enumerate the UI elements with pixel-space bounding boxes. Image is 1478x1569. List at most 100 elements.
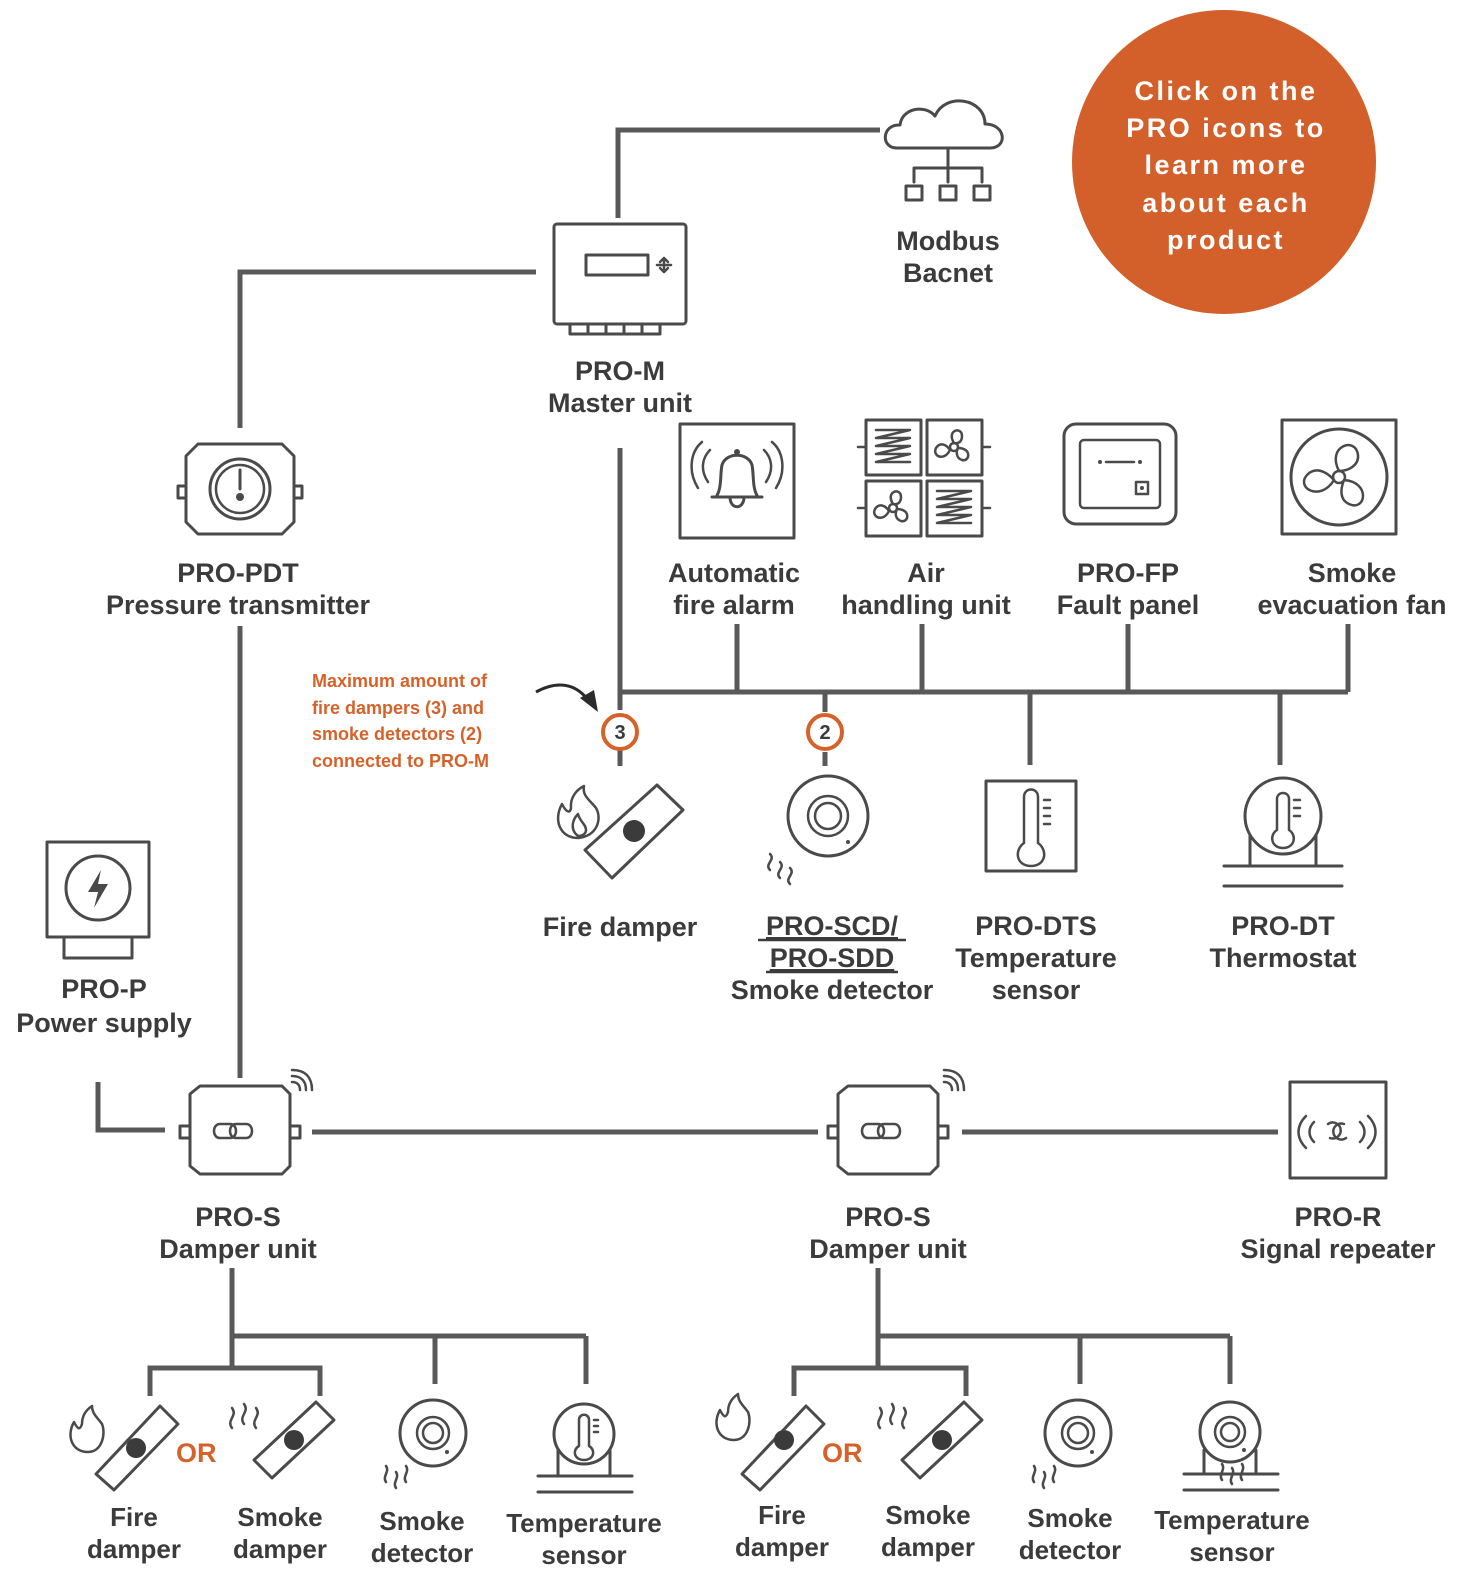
flame-icon [556,784,600,840]
pressure-gauge-icon [176,442,304,536]
callout-line: learn more [1144,150,1307,180]
dts-label: Temperature [955,943,1117,973]
bottom-temp-label: Temperature [506,1508,662,1538]
badge-value: 3 [614,722,625,744]
bottom-fire-label: damper [87,1534,181,1564]
fire-damper-count-badge: 3 [601,713,639,751]
alarm-label: Automatic [668,558,800,588]
fp-label: Fault panel [1057,590,1200,620]
bottom-detector-label: detector [371,1538,474,1568]
fire-damper-icon [69,1404,180,1492]
alarm-bell-icon [678,422,796,540]
bottom-smoke-label: Smoke [237,1502,322,1532]
firedamper-label: Fire damper [543,912,698,942]
pro-dt-thermostat[interactable]: PRO-DT Thermostat [1209,776,1357,973]
fire-damper-icon [715,1392,826,1492]
damper-unit-icon [178,1068,314,1176]
ahu-label: handling unit [841,590,1010,620]
pdt-label: PRO-PDT [177,558,299,588]
bottom-smoke-label: Smoke [885,1500,970,1530]
callout-line: PRO icons to [1126,113,1326,143]
master-label: PRO-M [575,356,665,386]
dt-label: Thermostat [1209,943,1356,973]
bottom-temp-label: sensor [1189,1537,1274,1567]
or-label: OR [822,1438,863,1468]
annotation-line: Maximum amount of [312,671,488,691]
smoke-detector-icon [383,1398,468,1490]
callout-line: product [1167,225,1285,255]
smoke-damper-icon [229,1400,336,1480]
capacity-annotation: Maximum amount of fire dampers (3) and s… [312,671,598,771]
scd-label-link[interactable]: PRO-SCD/ [766,911,899,941]
pro-p-power-supply[interactable]: PRO-P Power supply [16,840,192,1038]
annotation-arrow [535,683,590,701]
pro-scd-smoke-detector[interactable]: PRO-SCD/ PRO-SDD Smoke detector [731,774,934,1005]
air-handling-unit-icon [856,418,992,538]
dts-label: PRO-DTS [975,911,1097,941]
fire-damper-icon [556,783,685,880]
bottom-smoke-label: damper [233,1534,327,1564]
air-handling-unit: Air handling unit [841,418,1011,620]
automatic-fire-alarm: Automatic fire alarm [668,422,800,620]
repeater-label: PRO-R [1295,1202,1382,1232]
master-unit-icon [552,222,688,336]
smoke-evacuation-fan: Smoke evacuation fan [1257,418,1447,620]
pro-m-master-unit[interactable]: PRO-M Master unit [548,222,692,418]
bottom-fire-label: Fire [758,1500,806,1530]
cloud-network: Modbus Bacnet [883,99,1004,288]
scd-label-link[interactable]: PRO-SDD [770,943,895,973]
smoke-detector-icon [767,774,870,886]
bottom-fire-label: Fire [110,1502,158,1532]
pdt-label: Pressure transmitter [106,590,371,620]
bottom-temp-label: Temperature [1154,1505,1310,1535]
fan-label: Smoke [1308,558,1397,588]
pro-dts-temperature-sensor[interactable]: PRO-DTS Temperature sensor [955,779,1117,1005]
smoke-sensor-icon [1182,1400,1280,1492]
pro-fp-fault-panel[interactable]: PRO-FP Fault panel [1057,422,1200,620]
power-supply-icon [45,840,151,960]
bottom-fire-label: damper [735,1532,829,1562]
fan-label: evacuation fan [1257,590,1446,620]
pros1-label: PRO-S [195,1202,281,1232]
callout-line: about each [1142,188,1310,218]
pro-s-damper-unit-right[interactable]: PRO-S Damper unit [809,1068,967,1264]
bottom-smoke-label: damper [881,1532,975,1562]
alarm-label: fire alarm [673,590,795,620]
dt-label: PRO-DT [1231,911,1335,941]
repeater-label: Signal repeater [1240,1234,1436,1264]
power-label: PRO-P [61,974,147,1004]
signal-repeater-icon [1288,1080,1388,1180]
callout-circle [1072,10,1376,314]
or-label: OR [176,1438,217,1468]
pro-pdt-pressure-transmitter[interactable]: PRO-PDT Pressure transmitter [106,442,371,620]
bottom-temp-label: sensor [541,1540,626,1569]
thermostat-icon [1222,776,1344,888]
ahu-label: Air [907,558,945,588]
wireless-icon [942,1068,966,1092]
smoke-damper-icon [877,1400,984,1480]
fire-damper: Fire damper [543,783,698,942]
bottom-detector-label: Smoke [379,1506,464,1536]
temperature-sensor-icon [984,779,1078,873]
pros2-label: Damper unit [809,1234,967,1264]
cloud-icon [883,99,1004,202]
annotation-arrowhead [580,690,598,712]
lower-left-devices: OR Fire damper Smoke damper Smoke detect… [69,1398,662,1569]
damper-unit-icon [826,1068,966,1176]
pro-r-signal-repeater[interactable]: PRO-R Signal repeater [1240,1080,1436,1264]
fan-icon [1280,418,1398,536]
power-label: Power supply [16,1008,192,1038]
fault-panel-icon [1062,422,1178,526]
smoke-detector-icon [1031,1398,1113,1490]
badge-value: 2 [819,722,830,744]
wiring [95,127,1351,1396]
temperature-sensor-icon [536,1402,634,1494]
callout-bubble: Click on the PRO icons to learn more abo… [1072,10,1376,314]
annotation-line: fire dampers (3) and [312,698,484,718]
smoke-detector-count-badge: 2 [806,713,844,751]
pro-s-damper-unit-left[interactable]: PRO-S Damper unit [159,1068,317,1264]
bottom-detector-label: Smoke [1027,1503,1112,1533]
cloud-label: Modbus [896,226,999,256]
wireless-icon [290,1068,314,1092]
